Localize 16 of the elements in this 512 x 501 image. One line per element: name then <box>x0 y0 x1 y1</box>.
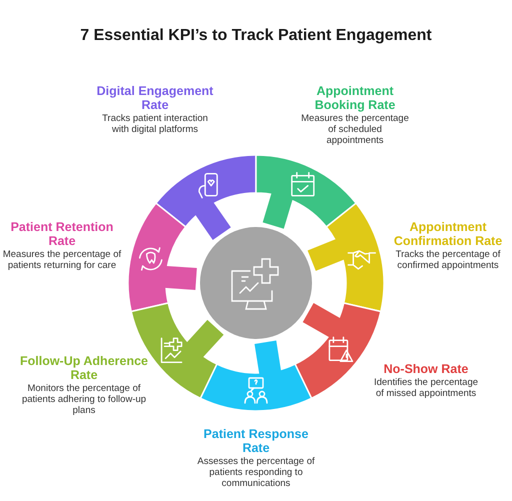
kpi-title: Patient Retention Rate <box>10 220 114 248</box>
kpi-description: Measures the percentage of patients returning for care <box>2 249 122 271</box>
title: 7 Essential KPI’s to Track Patient Engagement <box>79 27 433 45</box>
kpi-description: Monitors the percentage of patients adhering to follow-up plans <box>20 383 148 416</box>
kpi-description: Identifies the percentage of missed appointments <box>372 377 480 399</box>
kpi-title: No-Show Rate <box>382 362 470 376</box>
kpi-description: Assesses the percentage of patients responding to communications <box>196 456 316 489</box>
kpi-title: Patient Response Rate <box>202 427 310 455</box>
center-circle <box>200 227 312 339</box>
kpi-description: Measures the percentage of scheduled appointments <box>300 113 410 146</box>
kpi-title: Appointment Booking Rate <box>314 84 396 112</box>
kpi-title: Appointment Confirmation Rate <box>392 220 504 248</box>
kpi-description: Tracks patient interaction with digital platforms <box>101 113 209 135</box>
kpi-description: Tracks the percentage of confirmed appointments <box>394 249 502 271</box>
kpi-title: Follow-Up Adherence Rate <box>18 354 149 382</box>
kpi-title: Digital Engagement Rate <box>96 84 214 112</box>
